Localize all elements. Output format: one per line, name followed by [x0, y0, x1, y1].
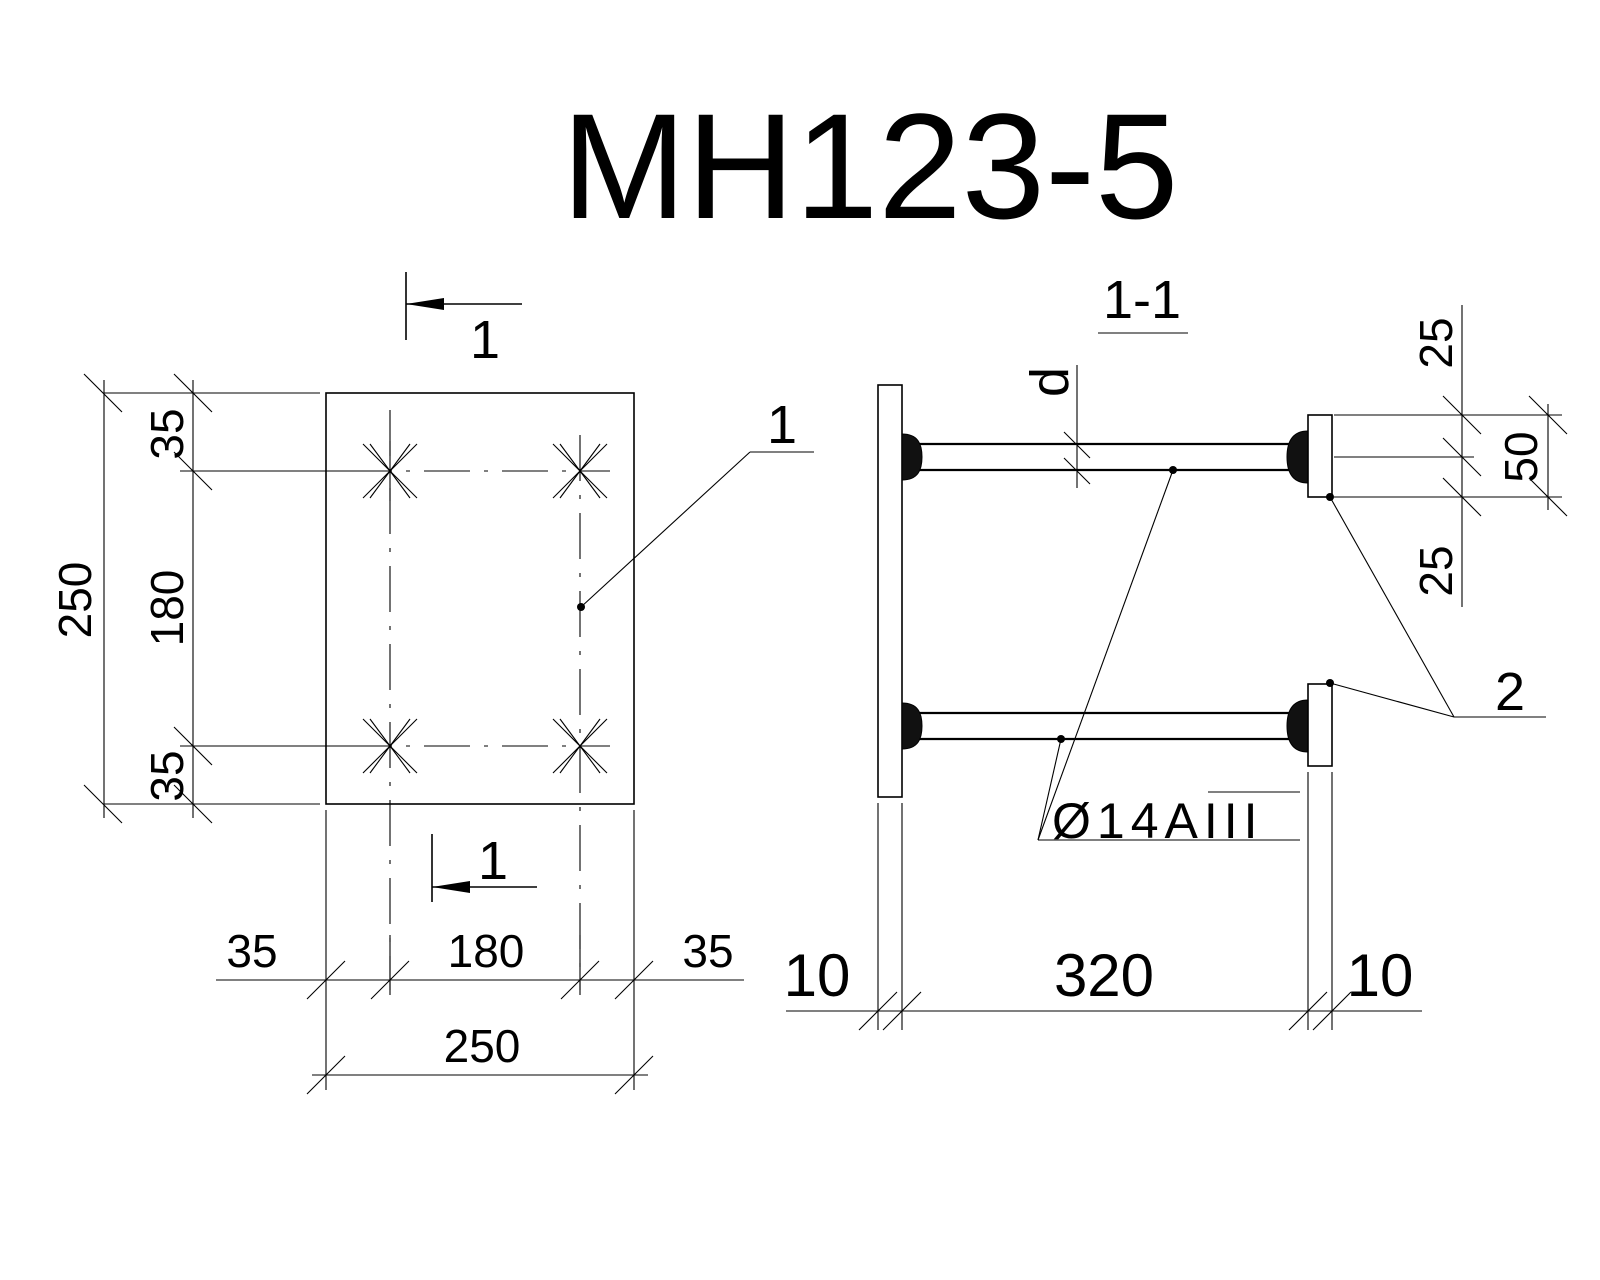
washer-plate-bottom [1307, 683, 1333, 767]
dim-right-bottom: 25 [1410, 545, 1462, 596]
section-view: 1-1 d [784, 270, 1568, 1031]
dim-bottom-total: 250 [444, 1020, 521, 1072]
dim-bottom-right: 35 [682, 925, 733, 977]
dimension-chain-right [1334, 305, 1568, 607]
anchor-marker-bottom-left [362, 718, 418, 774]
anchor-bar-bottom [902, 711, 1294, 741]
section-cut-label-bottom: 1 [478, 831, 508, 891]
weld-bottom-right [1286, 699, 1309, 753]
dim-left-total: 250 [49, 562, 101, 639]
callout-leader-washer [1326, 493, 1546, 718]
bar-diameter-dimension [1063, 365, 1100, 488]
section-embed-plate [877, 384, 903, 798]
section-dimension-chain-bottom [786, 772, 1422, 1031]
weld-top-right [1286, 430, 1309, 484]
anchor-bar-top [902, 442, 1294, 472]
weld-bottom-left [901, 702, 923, 750]
dim-right-top: 25 [1410, 317, 1462, 368]
dim-left-top: 35 [141, 408, 193, 459]
bar-diameter-label: d [1020, 367, 1080, 397]
section-dim-bottom-left: 10 [784, 942, 851, 1009]
section-cut-marker-top [405, 272, 522, 340]
callout-label-plate: 1 [767, 395, 797, 455]
dim-left-bottom: 35 [141, 750, 193, 801]
dimension-chain-left [83, 373, 380, 824]
weld-top-left [901, 433, 923, 481]
embed-plate [325, 392, 635, 805]
bar-spec-label: Ø14AIII [1052, 793, 1264, 849]
anchor-marker-bottom-right [552, 718, 608, 774]
section-dim-bottom-right: 10 [1347, 942, 1414, 1009]
dim-bottom-middle: 180 [448, 925, 525, 977]
section-title: 1-1 [1103, 270, 1181, 330]
drawing-title: MH123-5 [562, 82, 1179, 250]
bar-spec-leader [1037, 466, 1300, 841]
section-cut-label-top: 1 [470, 310, 500, 370]
washer-plate-top [1307, 414, 1333, 498]
anchor-marker-top-left [362, 441, 418, 501]
plan-view: 1 1 1 35 1 [49, 272, 814, 1095]
anchor-marker-top-right [552, 443, 608, 499]
section-dim-bottom-middle: 320 [1054, 942, 1154, 1009]
dim-right-middle: 50 [1495, 431, 1547, 482]
callout-leader-plate [577, 451, 814, 611]
section-cut-marker-bottom [431, 834, 537, 902]
dimension-chain-bottom [216, 810, 744, 1095]
dim-left-middle: 180 [141, 570, 193, 647]
callout-label-washer: 2 [1495, 662, 1525, 722]
dim-bottom-left: 35 [226, 925, 277, 977]
